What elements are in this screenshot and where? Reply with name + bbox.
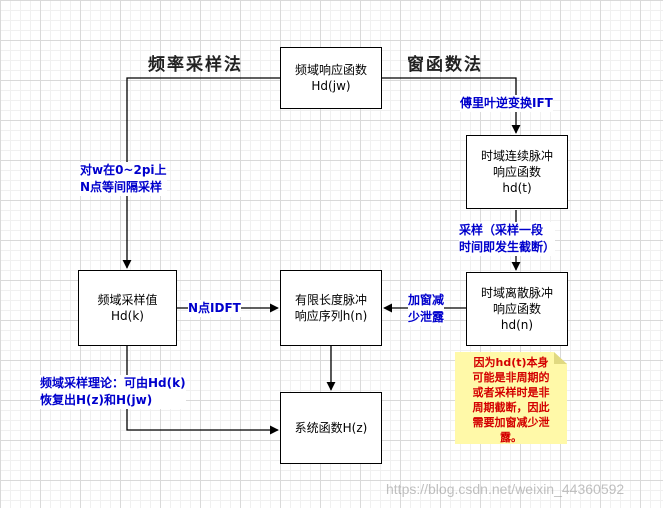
- arrow-to-continuous-impulse: [382, 77, 521, 134]
- freq-samples-box: 频域采样值 Hd(k): [78, 270, 177, 346]
- label-sampling-truncation: 采样（采样一段 时间即发生截断）: [459, 222, 556, 256]
- finite-impulse-box: 有限长度脉冲 响应序列h(n): [280, 270, 382, 346]
- label-sampling-n-points: 对w在0~2pi上 N点等间隔采样: [80, 162, 167, 196]
- discrete-impulse-box: 时域离散脉冲 响应函数 hd(n): [466, 272, 568, 346]
- heading-window-method: 窗函数法: [407, 55, 483, 75]
- system-function-box: 系统函数H(z): [280, 392, 382, 464]
- label-freq-sampling-theory: 频域采样理论：可由Hd(k) 恢复出H(z)和H(jw): [40, 375, 186, 409]
- sticky-note: 因为hd(t)本身 可能是非周期的 或者采样时是非 周期截断，因此 需要加窗减少…: [455, 352, 567, 444]
- arrow-to-freq-samples: [122, 77, 280, 269]
- freq-response-box: 频域响应函数 Hd(jw): [280, 47, 382, 109]
- label-windowing: 加窗减 少泄露: [408, 292, 445, 326]
- label-n-point-idft: N点IDFT: [188, 300, 241, 317]
- watermark: https://blog.csdn.net/weixin_44360592: [386, 481, 625, 497]
- arrow-samples-to-system: [126, 346, 279, 435]
- continuous-impulse-box: 时域连续脉冲 响应函数 hd(t): [466, 135, 568, 209]
- label-inverse-fourier: 傅里叶逆变换IFT: [460, 95, 553, 112]
- heading-frequency-sampling: 频率采样法: [148, 55, 243, 75]
